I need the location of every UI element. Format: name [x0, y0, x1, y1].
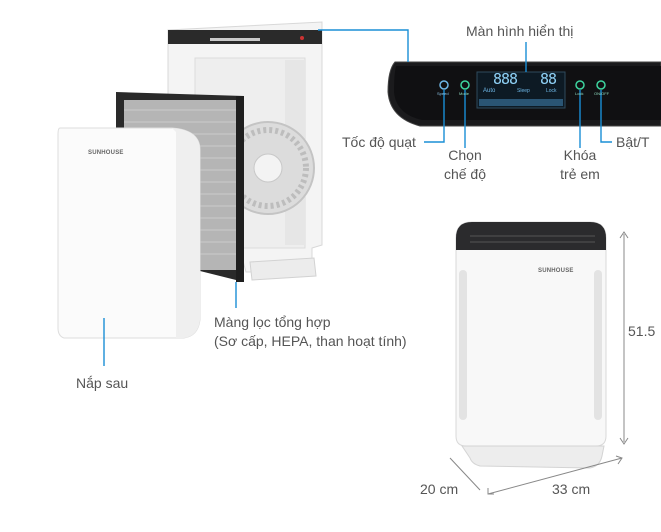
panel-digits-left: 888: [493, 70, 518, 88]
label-fan-speed: Tốc độ quạt: [342, 134, 416, 150]
brand-logo-back-cover: SUNHOUSE: [88, 150, 124, 156]
panel-sleep-label: Sleep: [517, 88, 530, 94]
label-power: Bật/T: [616, 134, 650, 150]
leader-line-power: [600, 90, 612, 143]
label-display: Màn hình hiển thị: [466, 23, 574, 39]
brand-logo-purifier: SUNHOUSE: [538, 268, 574, 274]
back-cover: [57, 127, 201, 339]
width-arrow-icon: [615, 455, 623, 465]
width-dimension-line: [487, 457, 623, 495]
label-mode-line1: Chọn: [448, 147, 482, 163]
leader-lines: [103, 29, 612, 366]
panel-speed-label: Speed: [437, 91, 449, 96]
dimension-lines: [449, 231, 629, 495]
leader-line-speed: [424, 90, 445, 143]
panel-mode-label: Mode: [459, 91, 470, 96]
depth-dimension-line: [449, 457, 481, 491]
dimension-width: 33 cm: [552, 481, 591, 497]
panel-digits-right: 88: [540, 70, 557, 88]
lock-button-icon: [575, 80, 585, 90]
panel-child-lock-label: Lock: [546, 88, 557, 94]
dimension-depth: 20 cm: [420, 481, 459, 497]
power-button-icon: [596, 80, 606, 90]
leader-line-display: [318, 29, 409, 62]
speed-button-icon: [439, 80, 449, 90]
label-back-cover: Nắp sau: [76, 375, 129, 391]
depth-arrow-icon: [487, 488, 494, 495]
dimension-height: 51.5: [628, 323, 656, 339]
label-mode-line2: chế độ: [443, 166, 487, 182]
panel-onoff-label: ON/OFF: [594, 91, 610, 96]
height-arrow-bottom-icon: [619, 437, 629, 445]
mode-button-icon: [460, 80, 470, 90]
label-filter-line2: (Sơ cấp, HEPA, than hoạt tính): [214, 333, 407, 349]
panel-auto-label: Auto: [483, 88, 496, 94]
label-lock-line2: trẻ em: [560, 166, 600, 182]
label-lock-line1: Khóa: [563, 147, 597, 163]
assembled-purifier: [455, 221, 607, 469]
panel-lock-label: Lock: [575, 91, 584, 96]
height-arrow-top-icon: [619, 231, 629, 239]
label-filter-line1: Màng lọc tổng hợp: [214, 314, 331, 330]
control-panel: [387, 61, 661, 127]
